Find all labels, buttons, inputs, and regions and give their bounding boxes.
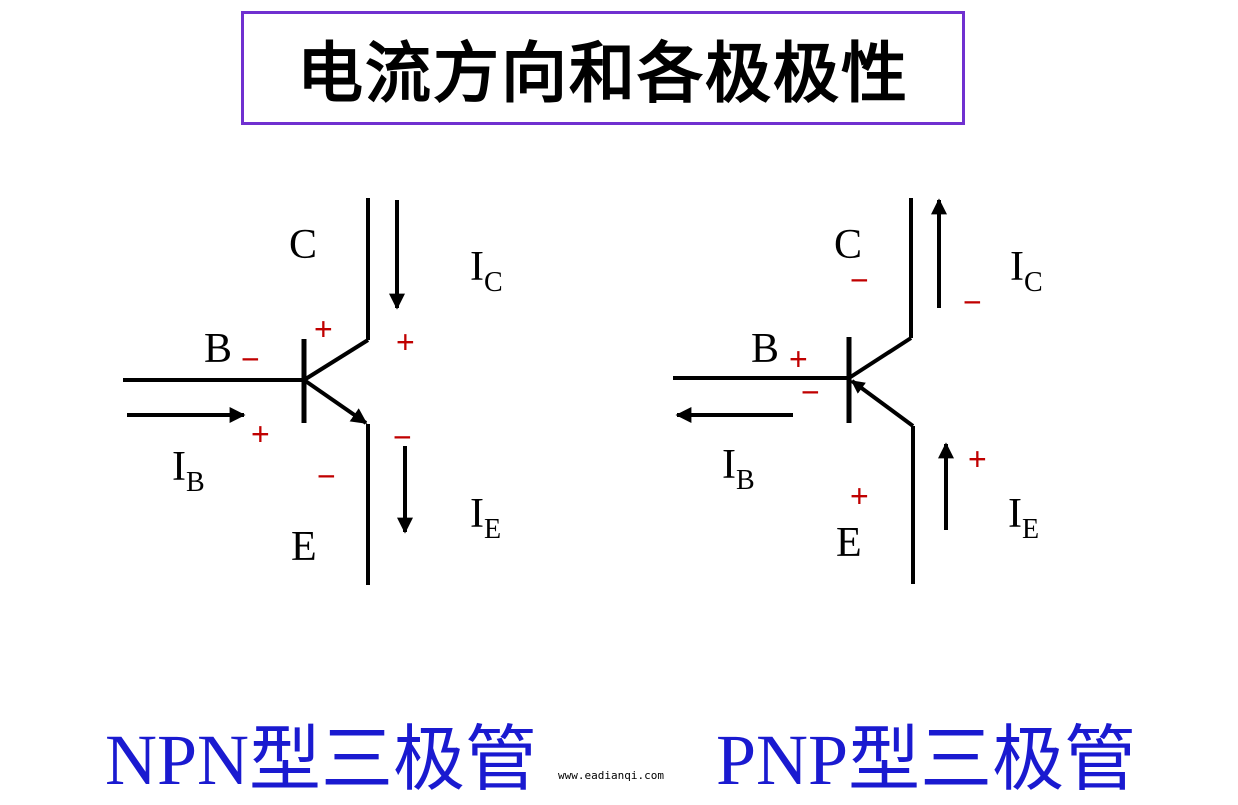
watermark-text: www.eadianqi.com — [558, 769, 664, 782]
pnp-current-ic: IC — [1010, 244, 1043, 298]
pnp-transistor: C B E IC IB IE − − + − + + — [673, 198, 1043, 584]
page-title: 电流方向和各极极性 — [297, 35, 909, 112]
npn-label-e: E — [291, 524, 317, 570]
npn-label-c: C — [289, 222, 317, 268]
npn-transistor: C B E IC IB IE + + − + − − — [123, 198, 503, 585]
pnp-sign-base-bottom: − — [801, 374, 820, 410]
pnp-current-ib: IB — [722, 442, 755, 496]
npn-sign-collector-right: + — [396, 324, 415, 360]
pnp-collector-diagonal — [847, 336, 913, 380]
npn-sign-base-top: − — [241, 341, 260, 377]
npn-sign-emitter-right: − — [393, 419, 412, 455]
pnp-emitter-diagonal — [850, 379, 915, 428]
npn-sign-base-bottom: + — [251, 416, 270, 452]
npn-sign-emitter-base: − — [317, 458, 336, 494]
pnp-sign-collector-label: − — [850, 262, 869, 298]
npn-caption: NPN型三极管 — [105, 720, 538, 800]
pnp-label-b: B — [751, 326, 779, 372]
npn-sign-collector-base: + — [314, 311, 333, 347]
pnp-label-e: E — [836, 520, 862, 566]
npn-current-ic: IC — [470, 244, 503, 298]
npn-emitter-arrow — [302, 378, 368, 425]
npn-current-ib: IB — [172, 444, 205, 498]
pnp-label-c: C — [834, 222, 862, 268]
npn-label-b: B — [204, 326, 232, 372]
npn-collector-diagonal — [302, 338, 370, 382]
npn-current-ie: IE — [470, 491, 501, 545]
pnp-sign-emitter-right: + — [968, 441, 987, 477]
pnp-caption: PNP型三极管 — [716, 720, 1137, 800]
title-box: 电流方向和各极极性 — [241, 11, 965, 125]
pnp-sign-emitter-label: + — [850, 478, 869, 514]
pnp-sign-collector-right: − — [963, 284, 982, 320]
pnp-current-ie: IE — [1008, 491, 1039, 545]
pnp-sign-base-top: + — [789, 341, 808, 377]
